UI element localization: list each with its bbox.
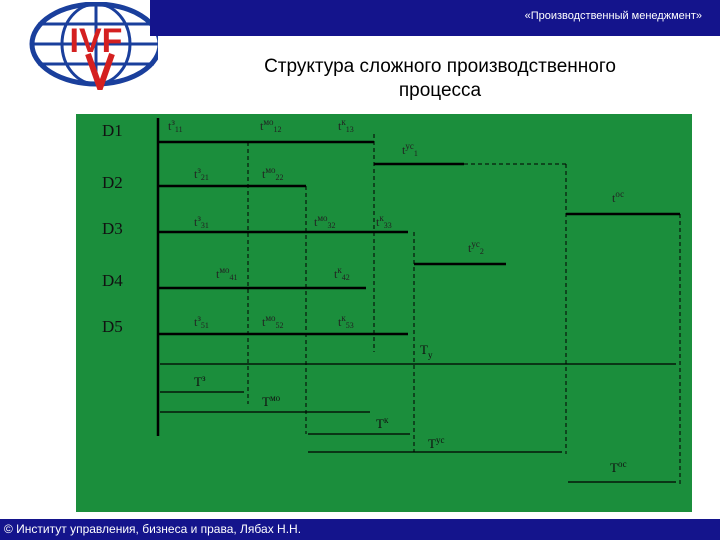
- label-t3-21: tз21: [194, 165, 209, 182]
- row-label-d5: D5: [102, 317, 123, 336]
- label-t3-51: tз51: [194, 313, 209, 330]
- label-tmo-32: tмо32: [314, 213, 336, 230]
- process-structure-diagram: D1 D2 D3 D4 D5 tз11 tмо12 tк13: [76, 114, 692, 512]
- label-t3-11: tз11: [168, 117, 183, 134]
- label-Tos: Tос: [610, 459, 627, 475]
- label-tk-13: tк13: [338, 117, 354, 134]
- label-tk-33: tк33: [376, 213, 392, 230]
- label-T3: Tз: [194, 373, 206, 389]
- label-tus-1: tус1: [402, 141, 418, 158]
- slide-title-line2: процесса: [398, 80, 482, 101]
- row-label-d2: D2: [102, 173, 123, 192]
- label-tus-2: tус2: [468, 239, 484, 256]
- row-label-d1: D1: [102, 121, 123, 140]
- label-t3-31: tз31: [194, 213, 209, 230]
- label-tk-42: tк42: [334, 265, 350, 282]
- institute-logo: IVF: [29, 2, 158, 90]
- label-Tk: Tк: [376, 415, 389, 431]
- svg-text:IVF: IVF: [70, 22, 123, 60]
- label-tos: tос: [612, 189, 624, 205]
- label-tmo-22: tмо22: [262, 165, 284, 182]
- label-Tmo: Tмо: [262, 393, 281, 409]
- row-label-d3: D3: [102, 219, 123, 238]
- course-title: «Производственный менеджмент»: [524, 10, 702, 22]
- copyright-text: © Институт управления, бизнеса и права, …: [4, 522, 302, 536]
- label-Tus: Tус: [428, 435, 444, 451]
- label-Ty: Tу: [420, 342, 433, 360]
- slide-title-line1: Структура сложного производственного: [264, 56, 616, 77]
- slide-title: Структура сложного производственного про…: [200, 55, 680, 103]
- header-bar: «Производственный менеджмент»: [150, 0, 720, 36]
- label-tmo-52: tмо52: [262, 313, 284, 330]
- footer-bar: © Институт управления, бизнеса и права, …: [0, 519, 720, 540]
- row-label-d4: D4: [102, 271, 123, 290]
- label-tmo-41: tмо41: [216, 265, 238, 282]
- label-tmo-12: tмо12: [260, 117, 282, 134]
- diagram-canvas: D1 D2 D3 D4 D5 tз11 tмо12 tк13: [102, 117, 681, 484]
- label-tk-53: tк53: [338, 313, 354, 330]
